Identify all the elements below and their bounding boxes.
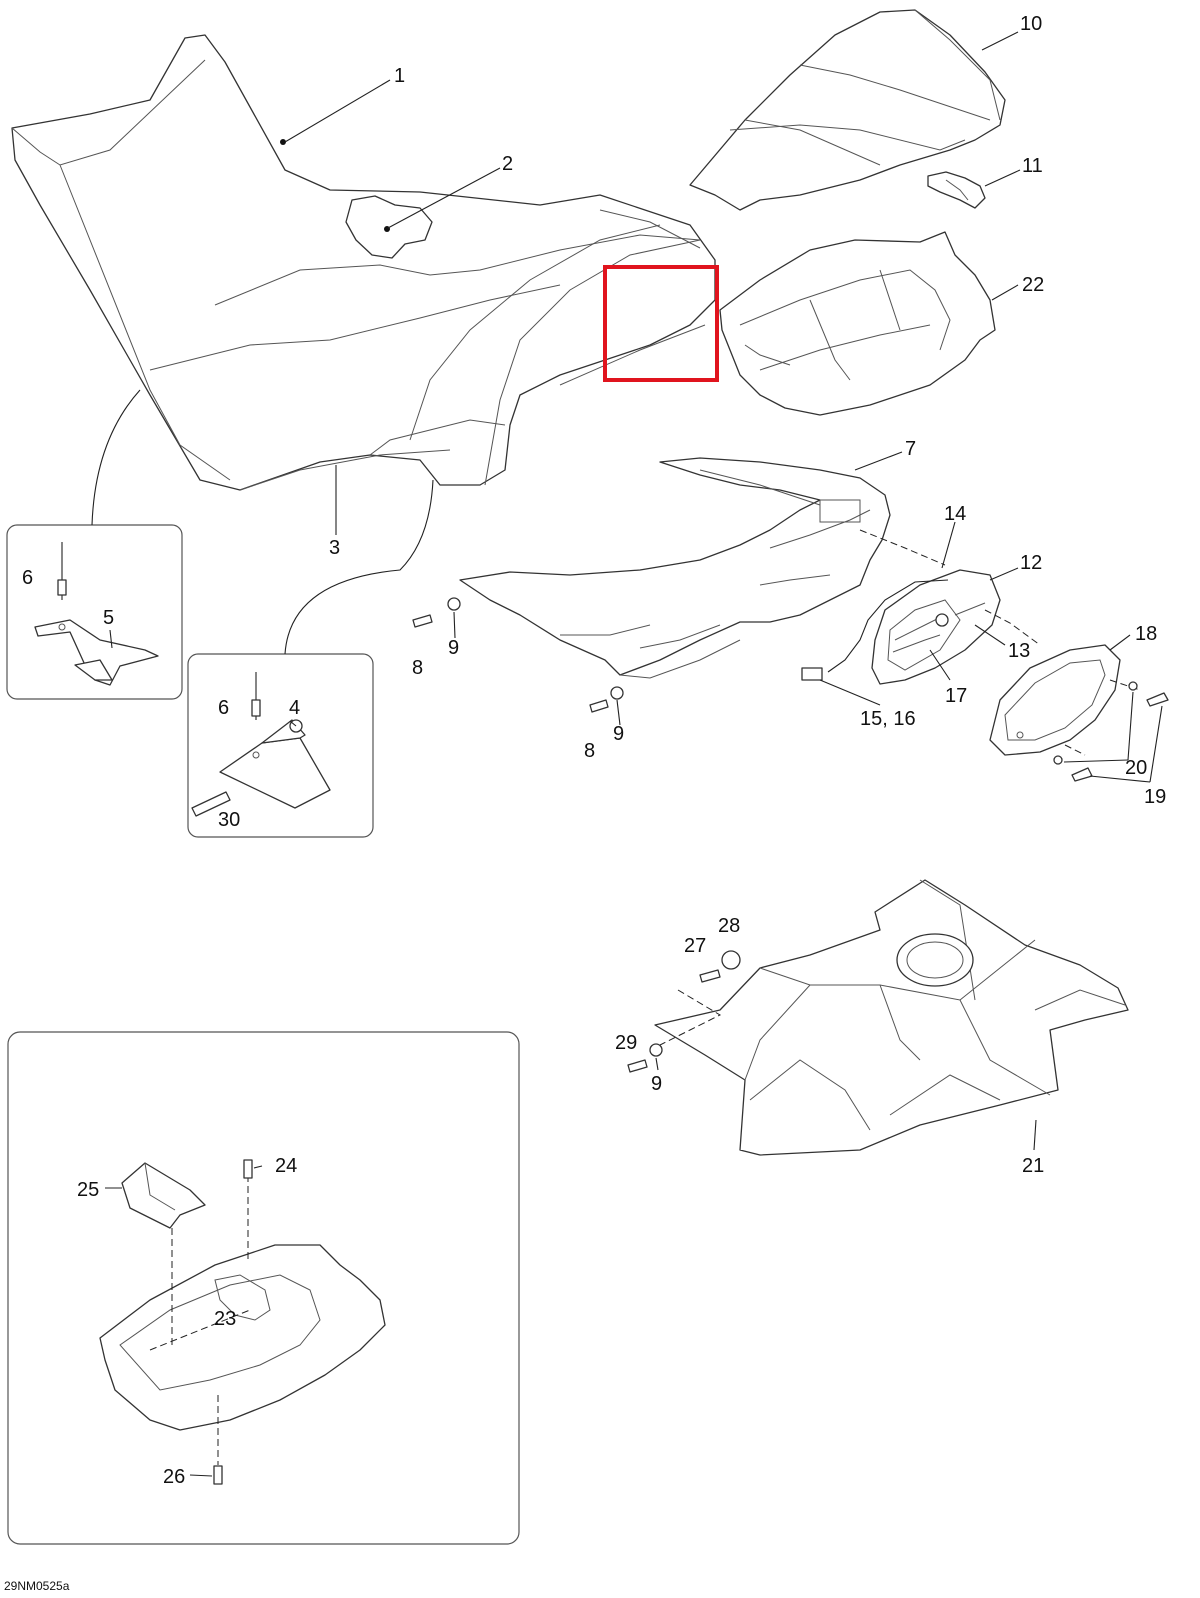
callout-12: 12 [1020,552,1042,574]
drawing-code: 29NM0525a [4,1579,70,1593]
callout-8a: 8 [412,657,423,679]
callout-10: 10 [1020,13,1042,35]
callout-9b: 9 [613,723,624,745]
callout-9a: 9 [448,637,459,659]
callout-26: 26 [163,1466,185,1488]
callout-30: 30 [218,809,240,831]
callout-17: 17 [945,685,967,707]
rear-fender-7 [459,457,891,679]
seat-cover-10 [689,9,1006,211]
callout-13: 13 [1008,640,1030,662]
latch-11 [927,171,986,209]
callout-28: 28 [718,915,740,937]
rear-cover-21 [654,879,1129,1156]
callout-19: 19 [1144,786,1166,808]
callout-7: 7 [905,438,916,460]
callout-5: 5 [103,607,114,629]
lens-18 [989,644,1121,756]
callout-27: 27 [684,935,706,957]
callout-3: 3 [329,537,340,559]
callout-9c: 9 [651,1073,662,1095]
fasteners-27-28-29 [627,950,741,1073]
arrow-detail-5 [91,389,141,526]
callout-4: 4 [289,697,300,719]
arrow-detail-4 [284,479,434,655]
fasteners-8-9 [412,597,624,713]
callout-25: 25 [77,1179,99,1201]
highlight-box [603,265,719,382]
storage-tray-22 [719,231,996,416]
callout-18: 18 [1135,623,1157,645]
callout-14: 14 [944,503,966,525]
callout-8b: 8 [584,740,595,762]
callout-23: 23 [214,1308,236,1330]
bracket-25 [121,1162,206,1229]
bracket-5 [34,542,159,686]
callout-6a: 6 [22,567,33,589]
callout-1: 1 [394,65,405,87]
leader-lines [105,31,1163,1477]
callout-21: 21 [1022,1155,1044,1177]
callout-11: 11 [1022,155,1043,177]
callout-20: 20 [1125,757,1147,779]
callout-29: 29 [615,1032,637,1054]
bracket-4 [191,672,331,817]
callout-2: 2 [502,153,513,175]
callout-15-16: 15, 16 [860,708,916,730]
wire-14 [827,579,949,673]
seat-pointer-dot [280,139,286,145]
callout-labels: 1 2 3 4 5 6 6 7 8 8 9 9 9 10 11 12 13 14… [22,13,1166,1488]
tail-light-12 [871,569,1001,685]
callout-6b: 6 [218,697,229,719]
callout-22: 22 [1022,274,1044,296]
tray-23 [99,1244,386,1431]
fasteners-19-20 [1053,681,1169,782]
callout-24: 24 [275,1155,297,1177]
connector-15-16 [801,667,823,681]
